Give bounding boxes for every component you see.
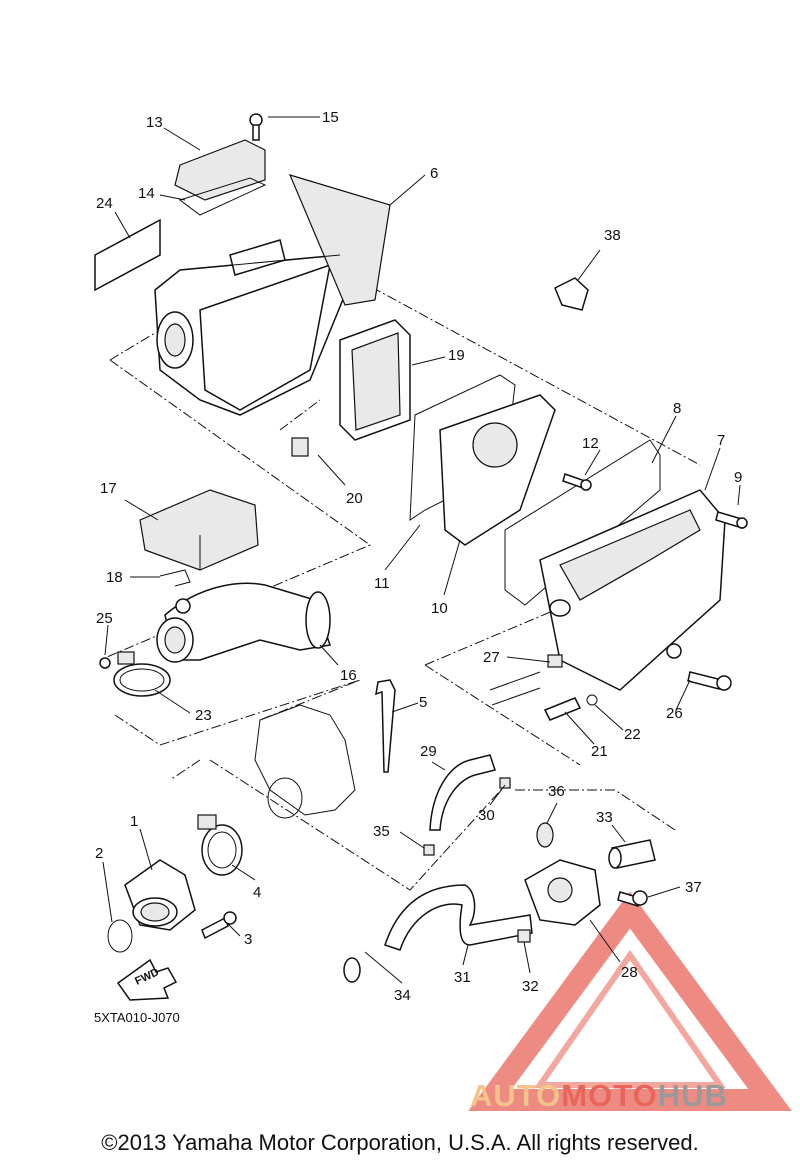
callout-25: 25: [96, 610, 113, 627]
callout-36: 36: [548, 783, 565, 800]
joint-16: [156, 582, 331, 663]
hose-31: [384, 884, 533, 951]
callout-22: 22: [624, 726, 641, 743]
callout-9: 9: [734, 469, 742, 486]
clip-22: [586, 694, 598, 706]
callout-27: 27: [483, 649, 500, 666]
pipe-27-ghost: [489, 671, 541, 706]
callout-19: 19: [448, 347, 465, 364]
callout-23: 23: [195, 707, 212, 724]
callout-2: 2: [95, 845, 103, 862]
pipe-33: [608, 839, 656, 869]
callout-32: 32: [522, 978, 539, 995]
clip-32: [517, 929, 531, 943]
fuel-cock-28: [524, 859, 601, 926]
callout-28: 28: [621, 964, 638, 981]
screw-25: [99, 657, 111, 669]
clip-35: [423, 844, 435, 856]
cap-21: [543, 697, 582, 721]
callout-7: 7: [717, 432, 725, 449]
callout-1: 1: [130, 813, 138, 830]
spring-36: [536, 822, 554, 848]
plate-24: [94, 218, 161, 292]
callout-30: 30: [478, 807, 495, 824]
clamp-23: [113, 651, 171, 697]
cover-17: [139, 489, 259, 571]
clip-27: [547, 654, 563, 668]
watermark-moto: MOTO: [561, 1078, 658, 1113]
watermark-text: AUTOMOTOHUB: [470, 1078, 728, 1114]
air-box: [154, 174, 391, 416]
watermark-logo: [468, 891, 792, 1111]
callout-12: 12: [582, 435, 599, 452]
carburetor: [254, 704, 356, 819]
screws: [201, 473, 748, 940]
cable-tie-5: [375, 679, 396, 773]
callout-35: 35: [373, 823, 390, 840]
callout-34: 34: [394, 987, 411, 1004]
callout-3: 3: [244, 931, 252, 948]
callout-37: 37: [685, 879, 702, 896]
callout-26: 26: [666, 705, 683, 722]
filter-element-19: [339, 319, 411, 441]
filter-frame-10: [439, 394, 556, 546]
gasket-8: [504, 439, 661, 606]
callout-5: 5: [419, 694, 427, 711]
callout-labels: 13 14 15 24 6 19 20 38 12 8 7 9 10 11 17…: [95, 109, 742, 1004]
callout-4: 4: [253, 884, 261, 901]
clip-38: [554, 277, 589, 311]
fwd-arrow: FWD: [116, 958, 178, 1001]
hose-34-end: [343, 957, 361, 983]
callout-29: 29: [420, 743, 437, 760]
callout-33: 33: [596, 809, 613, 826]
callout-17: 17: [100, 480, 117, 497]
copyright-notice: ©2013 Yamaha Motor Corporation, U.S.A. A…: [101, 1130, 699, 1155]
diagram-code: 5XTA010-J070: [94, 1010, 180, 1025]
clip-20: [291, 437, 309, 457]
watermark-hub: HUB: [657, 1078, 728, 1113]
callout-13: 13: [146, 114, 163, 131]
watermark-auto: AUTO: [470, 1078, 562, 1113]
callout-6: 6: [430, 165, 438, 182]
callout-10: 10: [431, 600, 448, 617]
clamp-4: [197, 814, 243, 876]
case-cover-7: [539, 489, 726, 691]
callout-16: 16: [340, 667, 357, 684]
callout-38: 38: [604, 227, 621, 244]
cover-13: [174, 113, 267, 216]
callout-18: 18: [106, 569, 123, 586]
callout-15: 15: [322, 109, 339, 126]
callout-24: 24: [96, 195, 113, 212]
callout-20: 20: [346, 490, 363, 507]
callout-11: 11: [374, 575, 390, 592]
wire-18: [159, 569, 191, 587]
carb-joint-1: [124, 859, 196, 931]
callout-31: 31: [454, 969, 471, 986]
callout-21: 21: [591, 743, 608, 760]
hose-29: [429, 754, 496, 831]
clip-30: [499, 777, 511, 789]
leader-lines: [102, 116, 741, 984]
assembly-lines: [99, 269, 701, 891]
callout-8: 8: [673, 400, 681, 417]
o-ring-2: [107, 919, 133, 953]
callout-14: 14: [138, 185, 155, 202]
